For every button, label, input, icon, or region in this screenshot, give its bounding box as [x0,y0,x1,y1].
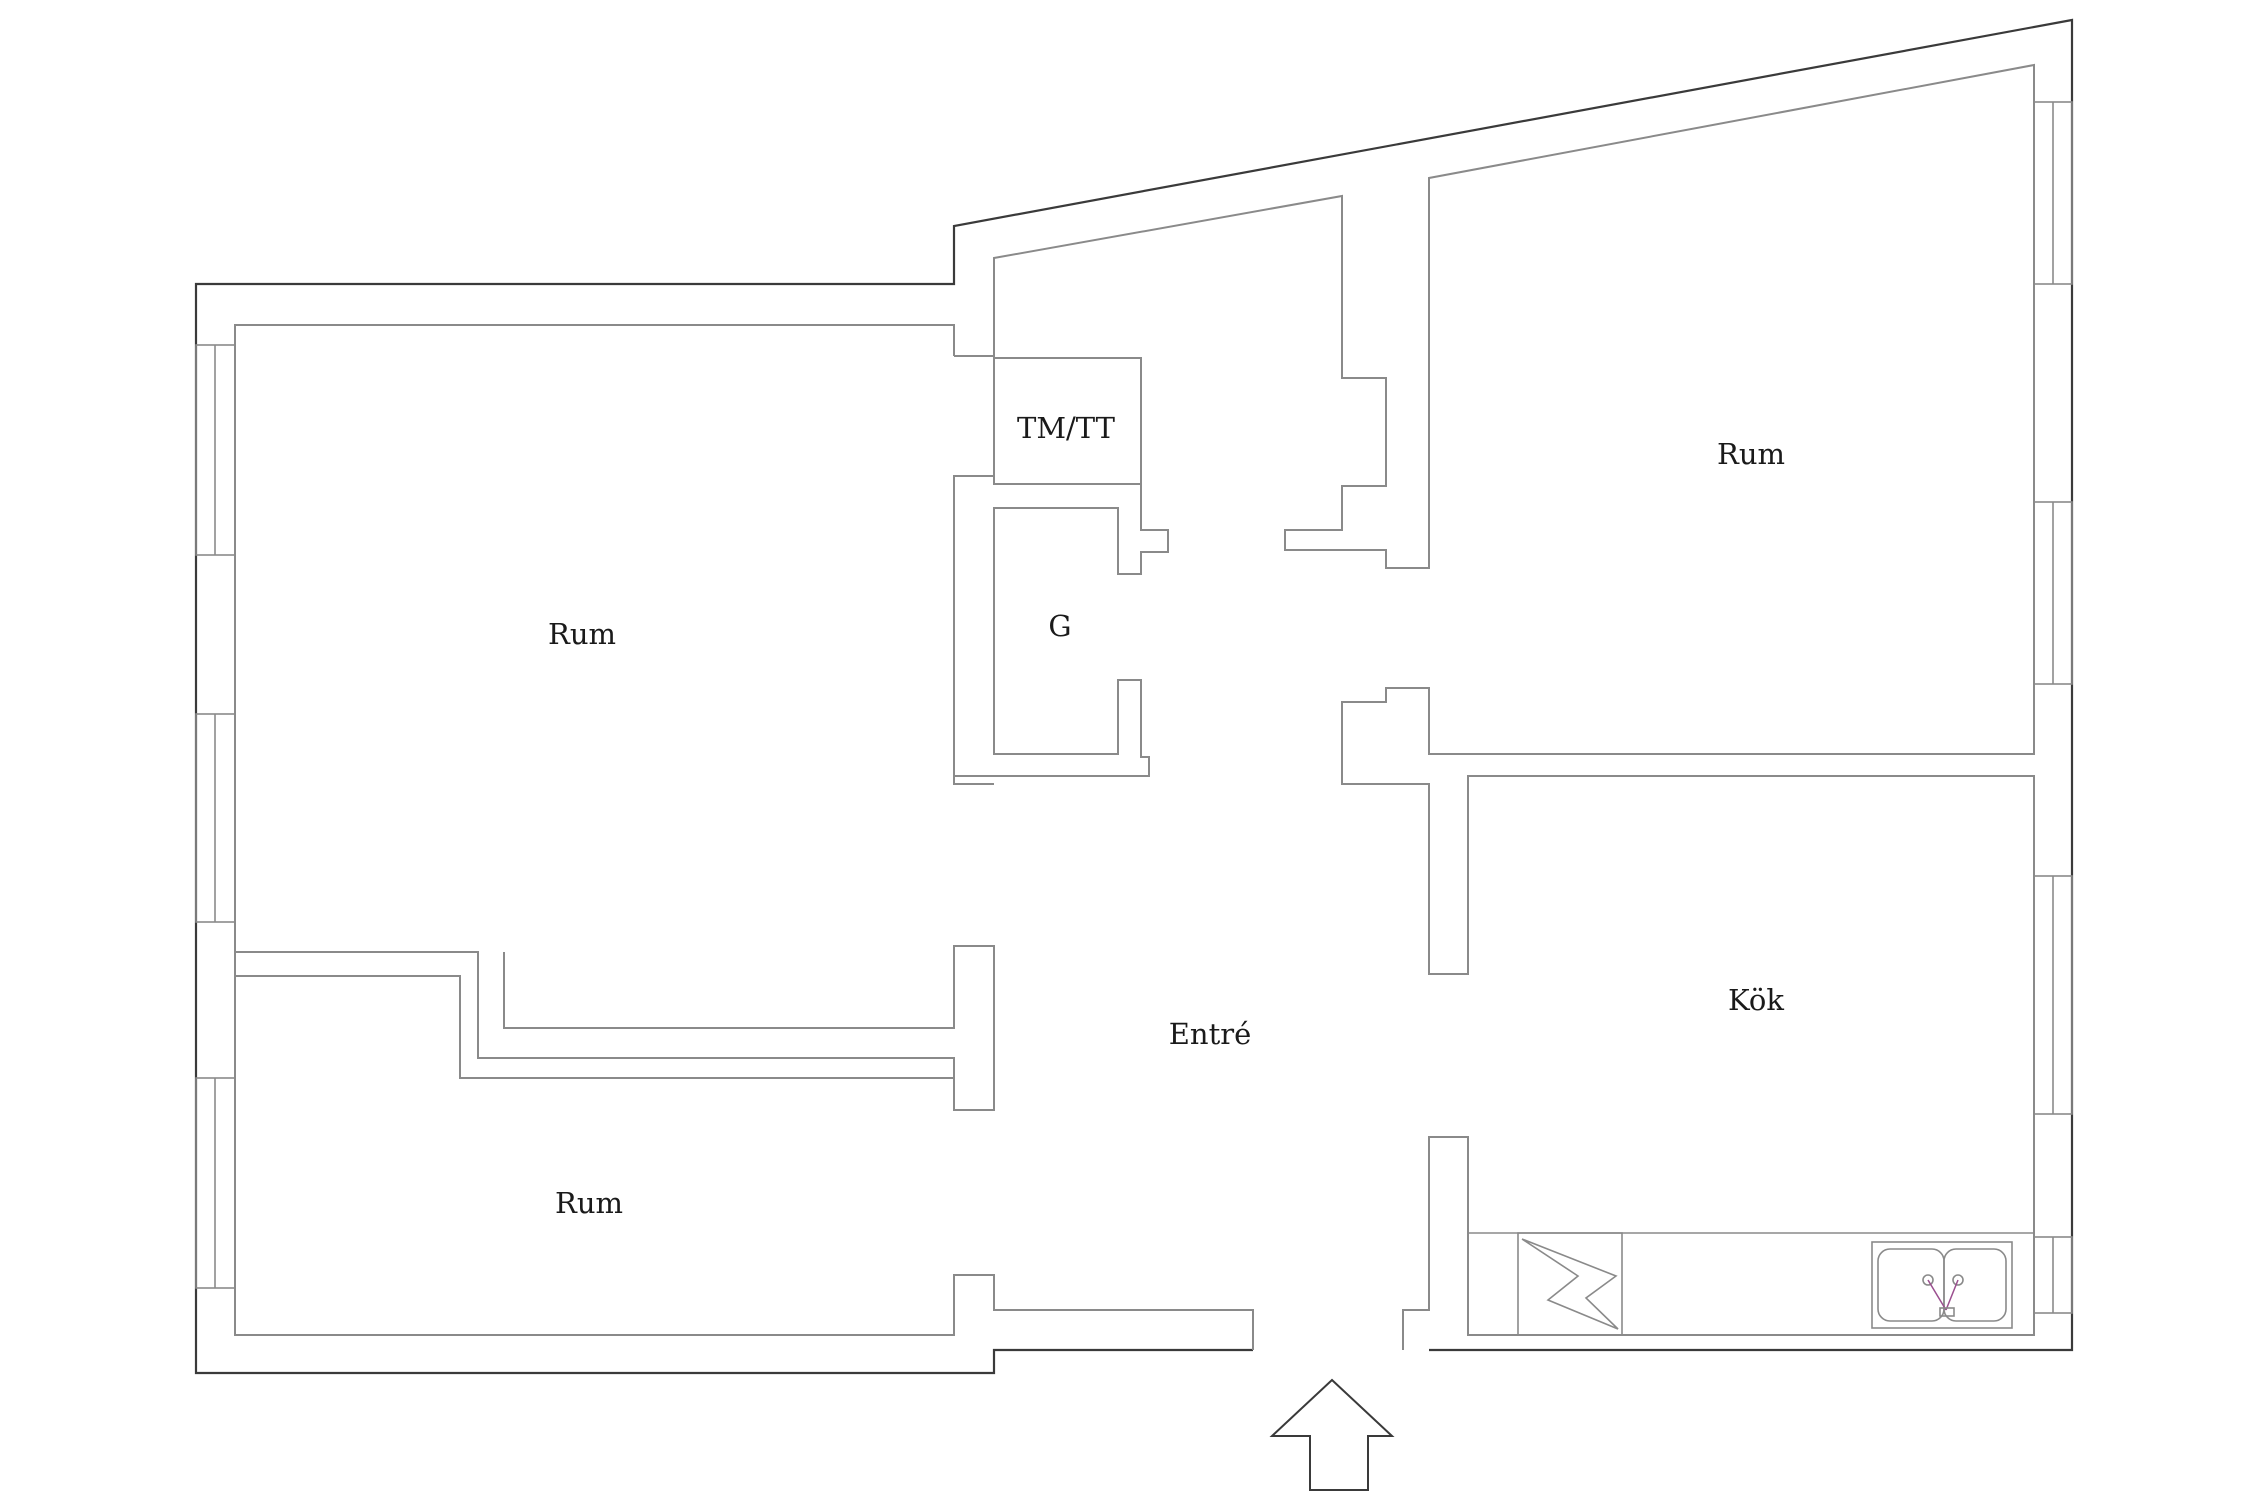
stove-icon [1517,1232,1623,1336]
label-room-right-top: Rum [1717,437,1785,471]
entrance-arrow-icon [1269,1378,1395,1491]
wall-left-corridor [953,476,994,785]
label-closet-g: G [1048,609,1071,643]
windows-right [2033,101,2073,1314]
wall-closet-tmtt [954,355,1142,485]
room-labels: Rum Rum Rum Kök Entré TM/TT G [548,411,1785,1220]
wall-room-left-top [234,324,995,1111]
label-kitchen: Kök [1728,983,1784,1017]
label-room-left-bottom: Rum [555,1186,623,1220]
outer-wall-outline [194,18,2074,1375]
label-room-left-top: Rum [548,617,616,651]
wall-room-left-bottom [234,952,954,1079]
wall-entrance-right-jamb [993,63,2035,1350]
label-closet-tmtt: TM/TT [1017,411,1116,445]
windows-left [195,344,236,1289]
wall-room-left-bottom-lower [234,976,1254,1350]
outer-walls [194,18,2074,1375]
double-sink-icon [1871,1241,2013,1329]
inner-walls [234,63,2035,1350]
wall-closet-tmtt-lower [953,475,1169,777]
label-entrance-hall: Entré [1169,1017,1252,1051]
